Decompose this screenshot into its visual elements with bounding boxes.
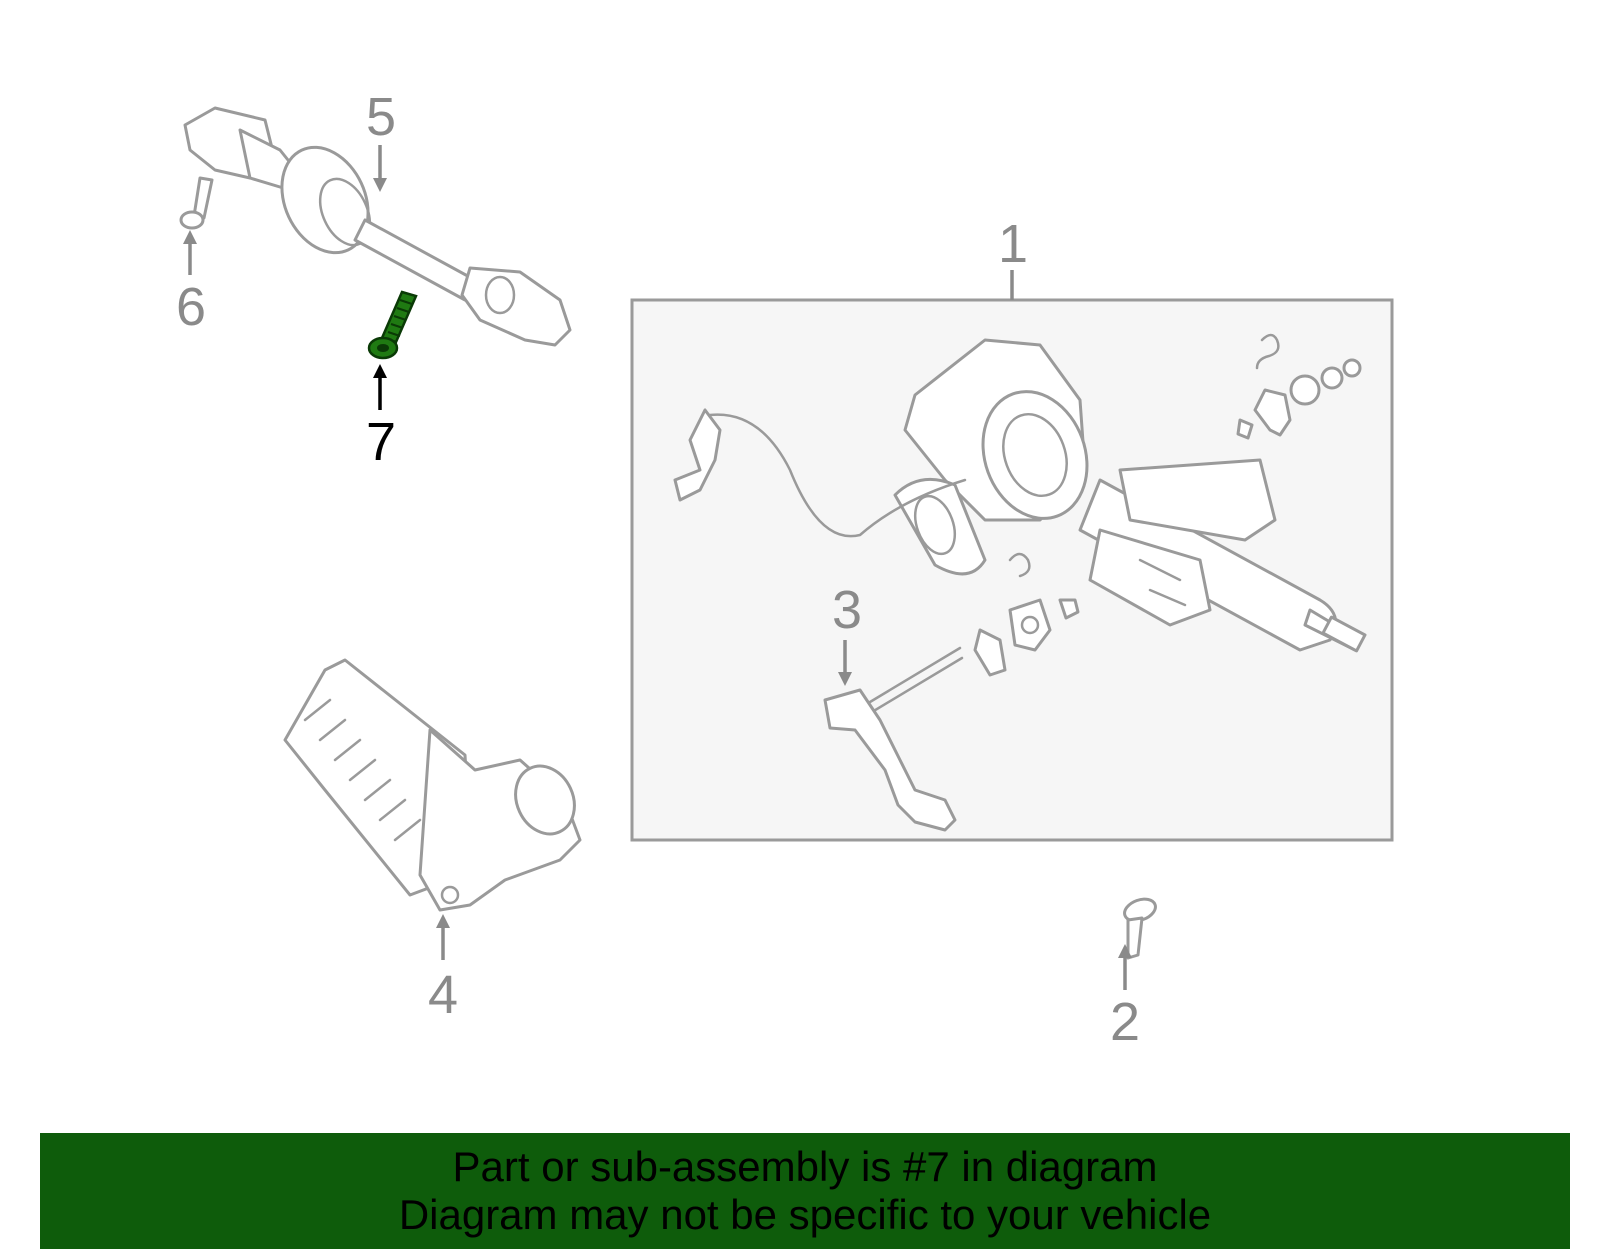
callout-number-6: 6 [176,277,206,337]
arrow-3-head [838,672,852,686]
part-4-motor-drawing [283,658,582,912]
arrow-4-head [436,914,450,928]
part-3-tilt-lever-drawing [823,646,964,832]
callout-number-5: 5 [366,87,396,147]
banner-line-part-number: Part or sub-assembly is #7 in diagram [452,1143,1158,1190]
arrow-7-head [373,364,387,378]
part-5-intermediate-shaft-drawing [183,106,572,347]
arrow-5-head [373,178,387,192]
parts-diagram: 1 2 3 4 5 6 7 [176,87,1394,1052]
info-banner: Part or sub-assembly is #7 in diagram Di… [40,1133,1570,1249]
callout-arrows [183,145,1132,990]
callout-number-7: 7 [366,412,396,472]
part-2-bolt-drawing [1123,897,1157,960]
part-6-bolt-drawing [179,176,214,230]
callout-number-3: 3 [832,580,862,640]
steering-column-drawing [673,333,1367,677]
arrow-6-head [183,230,197,244]
arrow-2-head [1118,944,1132,958]
callout-number-4: 4 [428,965,458,1025]
callout-number-1: 1 [998,214,1028,274]
banner-line-disclaimer: Diagram may not be specific to your vehi… [398,1191,1212,1238]
callout-number-2: 2 [1110,992,1140,1052]
part-7-bolt-highlighted [367,290,418,360]
